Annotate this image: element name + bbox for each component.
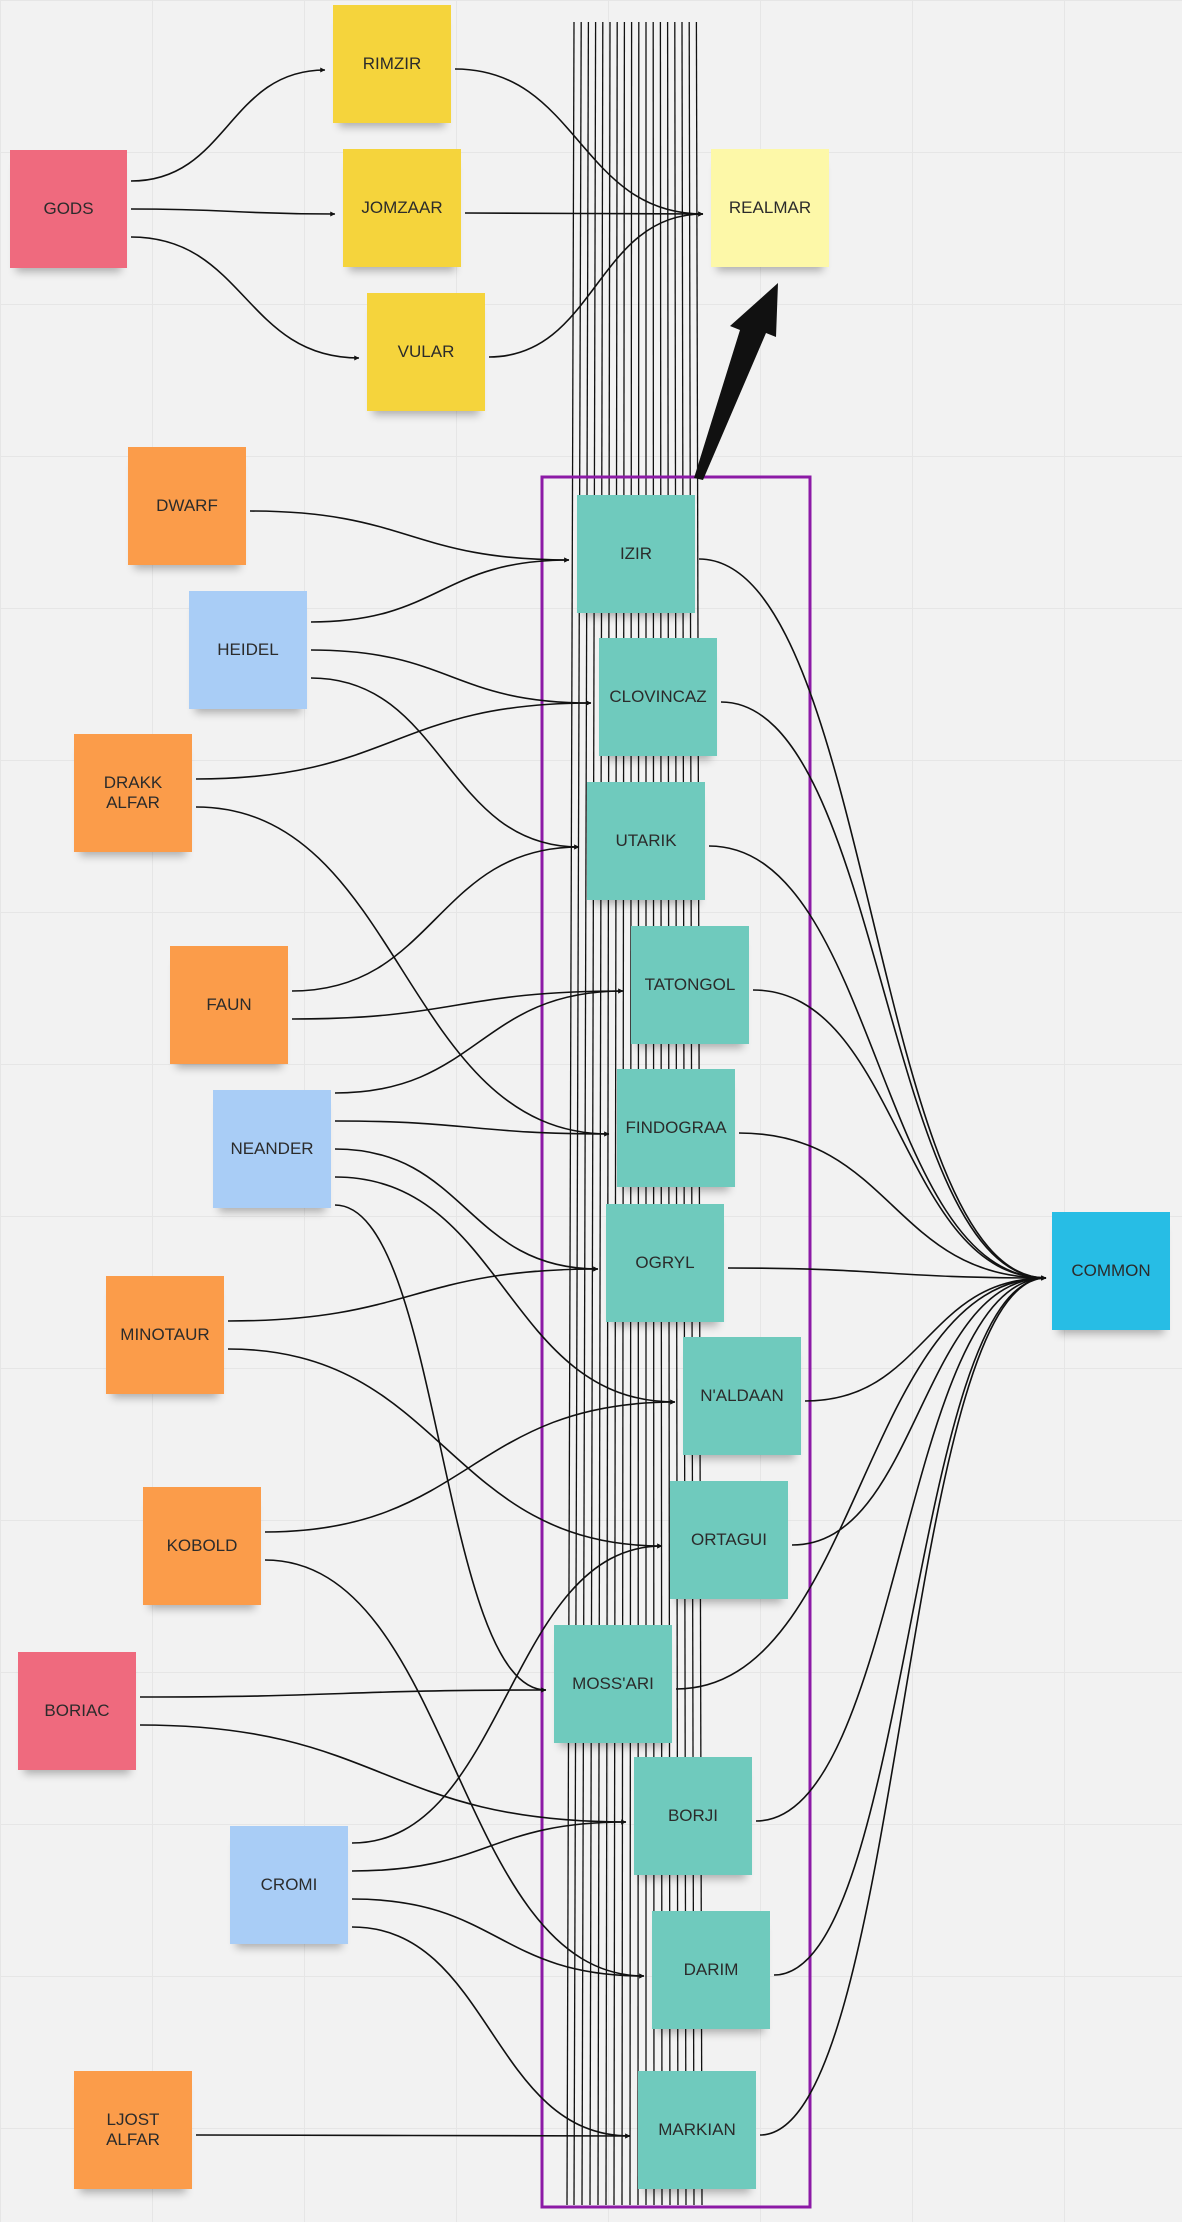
connector-faun-to-tatongol[interactable] — [291, 988, 624, 1020]
guide-line — [605, 21, 611, 2206]
sticky-note-gods[interactable]: GODS — [10, 150, 127, 268]
connector-ljost-to-markian[interactable] — [195, 2133, 631, 2139]
connector-jomzaar-to-realmar[interactable] — [464, 211, 704, 217]
sticky-note-darim[interactable]: DARIM — [652, 1911, 770, 2029]
sticky-note-rimzir[interactable]: RIMZIR — [333, 5, 451, 123]
connector-heidel-to-clovincaz[interactable] — [310, 649, 592, 706]
sticky-note-tatongol[interactable]: TATONGOL — [631, 926, 749, 1044]
sticky-note-drakk[interactable]: DRAKK ALFAR — [74, 734, 192, 852]
connector-mossari-to-common[interactable] — [675, 1275, 1047, 1690]
connector-drakk-to-findograa[interactable] — [195, 806, 610, 1137]
connector-borji-to-common[interactable] — [755, 1275, 1047, 1822]
connector-neander-to-naldaan[interactable] — [334, 1176, 676, 1405]
connector-kobold-to-darim[interactable] — [264, 1559, 645, 1979]
sticky-note-common[interactable]: COMMON — [1052, 1212, 1170, 1330]
connector-izir-to-common[interactable] — [698, 558, 1047, 1281]
connector-rimzir-to-realmar[interactable] — [454, 68, 704, 217]
connector-heidel-to-izir[interactable] — [310, 557, 570, 623]
sticky-note-minotaur[interactable]: MINOTAUR — [106, 1276, 224, 1394]
guide-line — [597, 21, 604, 2206]
connector-drakk-to-clovincaz[interactable] — [195, 700, 592, 780]
connector-neander-to-tatongol[interactable] — [334, 988, 624, 1094]
connector-ogryl-to-common[interactable] — [727, 1267, 1047, 1281]
sticky-note-utarik[interactable]: UTARIK — [587, 782, 705, 900]
sticky-note-ortagui[interactable]: ORTAGUI — [670, 1481, 788, 1599]
guide-line — [573, 21, 582, 2206]
sticky-note-izir[interactable]: IZIR — [577, 495, 695, 613]
sticky-note-dwarf[interactable]: DWARF — [128, 447, 246, 565]
sticky-note-markian[interactable]: MARKIAN — [638, 2071, 756, 2189]
sticky-note-ogryl[interactable]: OGRYL — [606, 1204, 724, 1322]
connector-heidel-to-utarik[interactable] — [310, 677, 580, 850]
connector-ortagui-to-common[interactable] — [791, 1275, 1047, 1546]
sticky-note-findograa[interactable]: FINDOGRAA — [617, 1069, 735, 1187]
sticky-note-heidel[interactable]: HEIDEL — [189, 591, 307, 709]
guide-line — [613, 21, 618, 2206]
connector-gods-to-rimzir[interactable] — [130, 67, 326, 182]
sticky-note-jomzaar[interactable]: JOMZAAR — [343, 149, 461, 267]
sticky-note-vular[interactable]: VULAR — [367, 293, 485, 411]
sticky-note-kobold[interactable]: KOBOLD — [143, 1487, 261, 1605]
sticky-note-naldaan[interactable]: N'ALDAAN — [683, 1337, 801, 1455]
sticky-note-boriac[interactable]: BORIAC — [18, 1652, 136, 1770]
connector-utarik-to-common[interactable] — [708, 845, 1047, 1281]
connector-minotaur-to-ortagui[interactable] — [227, 1348, 663, 1549]
guide-line — [589, 21, 597, 2206]
connector-neander-to-ogryl[interactable] — [334, 1148, 599, 1272]
connector-minotaur-to-ogryl[interactable] — [227, 1266, 599, 1322]
connector-cromi-to-darim[interactable] — [351, 1898, 645, 1979]
connector-gods-to-vular[interactable] — [130, 236, 360, 361]
guide-line — [581, 21, 590, 2206]
connector-vular-to-realmar[interactable] — [488, 211, 704, 358]
connector-boriac-to-borji[interactable] — [139, 1724, 627, 1825]
connector-tatongol-to-common[interactable] — [752, 989, 1047, 1281]
sticky-note-neander[interactable]: NEANDER — [213, 1090, 331, 1208]
connector-edges — [130, 67, 1047, 2139]
sticky-note-borji[interactable]: BORJI — [634, 1757, 752, 1875]
connector-cromi-to-ortagui[interactable] — [351, 1543, 663, 1844]
connector-faun-to-utarik[interactable] — [291, 844, 580, 992]
connector-clovincaz-to-common[interactable] — [720, 701, 1047, 1281]
sticky-note-cromi[interactable]: CROMI — [230, 1826, 348, 1944]
connector-gods-to-jomzaar[interactable] — [130, 208, 336, 217]
connector-kobold-to-naldaan[interactable] — [264, 1399, 676, 1533]
group-frame[interactable] — [540, 475, 812, 2209]
connector-markian-to-common[interactable] — [759, 1275, 1047, 2136]
connector-darim-to-common[interactable] — [773, 1275, 1047, 1976]
connector-boriac-to-mossari[interactable] — [139, 1687, 547, 1698]
sticky-note-ljost[interactable]: LJOST ALFAR — [74, 2071, 192, 2189]
connector-neander-to-findograa[interactable] — [334, 1120, 610, 1137]
connector-cromi-to-borji[interactable] — [351, 1819, 627, 1872]
guide-line — [566, 21, 575, 2206]
connector-dwarf-to-izir[interactable] — [249, 510, 570, 563]
connector-naldaan-to-common[interactable] — [804, 1275, 1047, 1402]
sticky-note-mossari[interactable]: MOSS'ARI — [554, 1625, 672, 1743]
connector-cromi-to-markian[interactable] — [351, 1926, 631, 2139]
connector-findograa-to-common[interactable] — [738, 1132, 1047, 1281]
sticky-note-clovincaz[interactable]: CLOVINCAZ — [599, 638, 717, 756]
sticky-note-faun[interactable]: FAUN — [170, 946, 288, 1064]
sticky-note-realmar[interactable]: REALMAR — [711, 149, 829, 267]
connector-neander-to-mossari[interactable] — [334, 1204, 547, 1693]
group-to-realmar-arrow[interactable] — [694, 283, 778, 480]
